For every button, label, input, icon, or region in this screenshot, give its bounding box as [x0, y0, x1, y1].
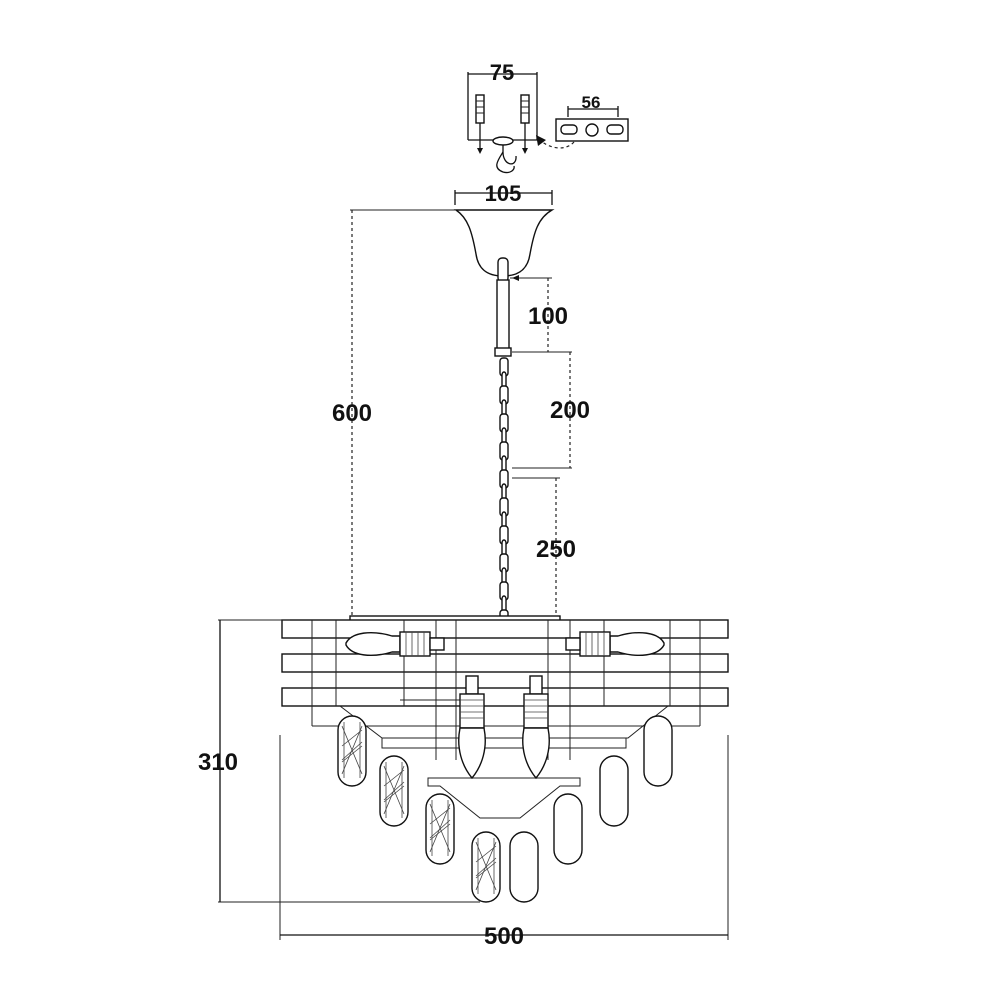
- crystal-prism: [337, 715, 367, 787]
- canopy-diameter-label: 105: [485, 181, 522, 206]
- crystal-hatch-line: [429, 823, 451, 841]
- bulb-center-right: [522, 675, 550, 780]
- crystal-prism-outline: [509, 831, 539, 903]
- crystal-prism: [379, 755, 409, 827]
- chain: [499, 357, 509, 629]
- crystal-hatch-line: [383, 781, 405, 801]
- crystal-hatch-line: [475, 861, 497, 879]
- bracket-width-label: 75: [490, 60, 514, 85]
- crystal-prism: [643, 715, 673, 787]
- crystal-hatch-line: [341, 741, 363, 761]
- crystal-hatch-line: [429, 803, 451, 853]
- chain-lower-label: 250: [536, 536, 576, 563]
- bulb-right-horizontal: [565, 631, 665, 657]
- crystal-prism-outline: [643, 715, 673, 787]
- bulb-center-left: [458, 675, 486, 780]
- body-height-label: 310: [198, 749, 238, 776]
- crystal-prism: [599, 755, 629, 827]
- crystal-prism: [425, 793, 455, 865]
- rod-dimension: 100: [510, 275, 568, 353]
- ceiling-hook: [492, 136, 517, 174]
- crystal-hatch-line: [341, 745, 363, 763]
- crystal-hatch-line: [475, 857, 497, 877]
- crystal-prism: [471, 831, 501, 903]
- crystal-hatch-line: [429, 807, 451, 825]
- crystal-prism: [509, 831, 539, 903]
- down-rod: [494, 279, 512, 357]
- crystal-prisms: [337, 715, 673, 903]
- crystal-hatch-line: [383, 785, 405, 803]
- screw-right: [520, 94, 530, 154]
- mounting-bracket-detail: 75: [467, 60, 538, 174]
- crystal-hatch-line: [475, 841, 497, 891]
- crystal-prism: [553, 793, 583, 865]
- crystal-hatch-line: [383, 769, 405, 787]
- frame-tier-2: [281, 653, 729, 673]
- crystal-prism-outline: [553, 793, 583, 865]
- body-height-dimension: 310: [198, 619, 480, 903]
- crystal-hatch-line: [383, 765, 405, 815]
- body-width-dimension: 500: [279, 735, 729, 950]
- crystal-hatch-line: [475, 845, 497, 863]
- total-drop-label: 600: [332, 400, 372, 427]
- chain-lower-dimension: 250: [512, 477, 576, 618]
- canopy: 105: [453, 181, 555, 283]
- bulb-left-horizontal: [345, 631, 445, 657]
- rod-length-label: 100: [528, 303, 568, 330]
- crystal-hatch-line: [429, 819, 451, 839]
- mounting-plate-detail: 56: [536, 93, 629, 149]
- screw-left: [475, 94, 485, 154]
- frame-tier-3: [281, 687, 729, 707]
- frame-tier-1: [281, 619, 729, 639]
- crystal-hatch-line: [341, 729, 363, 747]
- plate-hole-spacing-label: 56: [582, 93, 601, 112]
- total-drop-dimension: 600: [332, 209, 456, 618]
- crystal-prism-outline: [599, 755, 629, 827]
- chandelier-body: [281, 615, 729, 903]
- crystal-hatch-line: [341, 725, 363, 775]
- body-width-label: 500: [484, 923, 524, 950]
- chain-upper-label: 200: [550, 397, 590, 424]
- chain-upper-dimension: 200: [512, 351, 590, 469]
